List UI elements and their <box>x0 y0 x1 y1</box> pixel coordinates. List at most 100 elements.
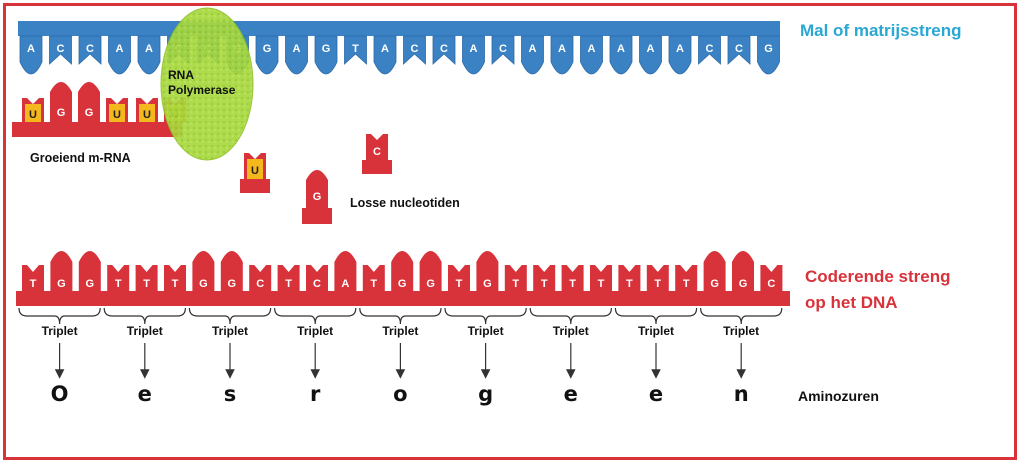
coding-base-shape <box>476 251 499 291</box>
free-base-foot <box>362 160 392 174</box>
coding-base-shape <box>504 265 527 291</box>
coding-base-letter: T <box>598 278 605 290</box>
diagram-frame <box>3 3 1017 460</box>
coding-base-letter: G <box>483 278 492 290</box>
coding-base-letter: T <box>30 278 37 290</box>
coding-base-shape <box>249 265 272 291</box>
brace-path <box>359 307 442 325</box>
brace-path <box>274 307 357 325</box>
triplet-brace <box>614 307 698 379</box>
coding-base-shape <box>362 265 385 291</box>
coding-base-letter: A <box>341 278 349 290</box>
triplet-brace <box>444 307 527 379</box>
coding-base-letter: C <box>256 278 264 290</box>
template-base-shape <box>314 35 338 75</box>
template-base-shape <box>639 35 662 75</box>
coding-base-shape <box>732 251 754 291</box>
template-nucleotide: T <box>344 35 367 65</box>
coding-base-letter: T <box>541 278 548 290</box>
template-base-letter: A <box>558 43 566 55</box>
template-nucleotide: A <box>373 35 397 75</box>
template-base-shape <box>49 35 72 65</box>
coding-base-letter: C <box>767 278 775 290</box>
template-base-shape <box>137 35 161 75</box>
coding-base-shape <box>646 265 669 291</box>
triplet-label: Triplet <box>41 324 78 338</box>
coding-base-letter: C <box>313 278 321 290</box>
template-base-letter: A <box>617 43 625 55</box>
template-nucleotide: C <box>78 35 102 65</box>
template-nucleotide: G <box>255 35 279 75</box>
template-base-shape <box>432 35 456 65</box>
coding-nucleotide: T <box>448 265 470 291</box>
coding-base-letter: G <box>199 278 208 290</box>
coding-base-shape <box>306 265 328 291</box>
coding-base-letter: T <box>512 278 519 290</box>
template-nucleotide: A <box>108 35 131 75</box>
coding-nucleotide: T <box>164 265 186 291</box>
template-backbone <box>18 21 780 36</box>
coding-nucleotide: G <box>476 251 499 291</box>
coding-nucleotide: G <box>703 251 726 291</box>
coding-strand-label: Coderende streng op het DNA <box>805 264 950 316</box>
rna-polymerase-label-line2: Polymerase <box>168 83 236 97</box>
template-base-shape <box>757 35 780 75</box>
template-nucleotide: A <box>668 35 692 75</box>
triplet-brace <box>529 307 612 379</box>
free-base-foot <box>302 208 332 224</box>
template-base-letter: A <box>647 43 655 55</box>
amino-acid-letter: e <box>648 382 664 406</box>
coding-base-letter: T <box>285 278 292 290</box>
mrna-nucleotide: U <box>106 98 128 122</box>
mrna-nucleotide: G <box>50 82 72 122</box>
template-base-letter: C <box>86 43 94 55</box>
free-base-letter: G <box>313 191 322 203</box>
mrna-base-letter: U <box>113 109 121 121</box>
template-base-letter: C <box>411 43 419 55</box>
coding-base-letter: G <box>710 278 719 290</box>
template-base-letter: G <box>263 43 272 55</box>
template-base-shape <box>373 35 397 75</box>
template-nucleotide: C <box>727 35 751 65</box>
triplet-label: Triplet <box>382 324 419 338</box>
coding-nucleotide: T <box>646 265 669 291</box>
coding-base-letter: G <box>228 278 237 290</box>
template-nucleotide: A <box>137 35 161 75</box>
template-base-shape <box>609 35 633 75</box>
template-nucleotide: C <box>49 35 72 65</box>
mrna-nucleotide: U <box>22 98 44 122</box>
template-base-shape <box>285 35 308 75</box>
template-nucleotide: A <box>19 35 43 75</box>
triplet-brace <box>700 307 783 379</box>
coding-strand-label-line2: op het DNA <box>805 293 898 312</box>
template-base-letter: C <box>499 43 507 55</box>
coding-base-letter: G <box>57 278 66 290</box>
coding-base-letter: T <box>683 278 690 290</box>
mrna-nucleotide: U <box>136 98 158 122</box>
brace-path <box>529 307 612 325</box>
template-nucleotide: C <box>432 35 456 65</box>
growing-mrna-label: Groeiend m-RNA <box>30 151 131 165</box>
template-strand: ACCAACCGGAGTACCACAAAAAACCG <box>18 21 780 75</box>
free-base-letter: U <box>251 165 259 177</box>
template-base-shape <box>108 35 131 75</box>
brace-path <box>700 307 783 325</box>
coding-nucleotide: G <box>78 251 101 291</box>
coding-base-shape <box>135 265 158 291</box>
template-base-letter: C <box>706 43 714 55</box>
amino-acids-label: Aminozuren <box>798 388 879 404</box>
template-base-shape <box>462 35 485 75</box>
coding-base-shape <box>192 251 215 291</box>
coding-base-letter: T <box>626 278 633 290</box>
triplet-label: Triplet <box>637 324 674 338</box>
free-nucleotides-label: Losse nucleotiden <box>350 196 460 210</box>
rna-polymerase <box>160 7 254 161</box>
coding-base-shape <box>391 251 414 291</box>
free-nucleotide: U <box>240 153 270 193</box>
template-base-letter: G <box>322 43 331 55</box>
coding-nucleotide: G <box>192 251 215 291</box>
template-base-shape <box>78 35 102 65</box>
